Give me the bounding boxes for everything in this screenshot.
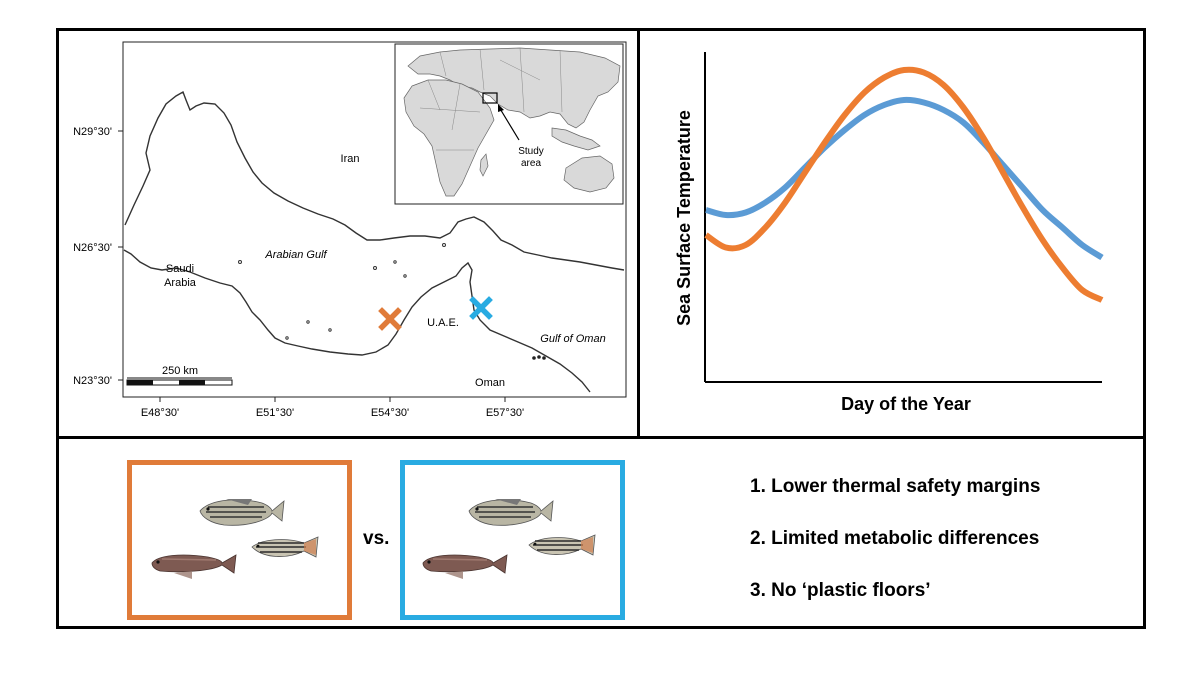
series-layer xyxy=(704,66,1104,303)
place-saudi-line1: Saudi xyxy=(166,263,194,275)
islands xyxy=(238,243,446,340)
brown-fish-icon xyxy=(422,554,508,579)
lat-label: N29°30' xyxy=(73,126,112,138)
barred-fish-icon xyxy=(251,536,319,558)
vs-label: vs. xyxy=(363,528,390,549)
lat-label: N26°30' xyxy=(73,242,112,254)
inset-borders xyxy=(419,47,563,151)
inset-study-label-line2: area xyxy=(521,158,541,169)
place-gulf-of-oman: Gulf of Oman xyxy=(540,333,605,345)
island-cluster xyxy=(532,355,546,360)
place-oman: Oman xyxy=(475,377,505,389)
site-marker-orange xyxy=(378,307,402,331)
map-panel: N29°30' N26°30' N23°30' E48°30' E51°30' … xyxy=(73,41,627,419)
figure-frame xyxy=(56,28,1146,629)
place-arabian-gulf: Arabian Gulf xyxy=(264,249,327,261)
striped-fish-icon xyxy=(199,499,285,526)
lon-label: E57°30' xyxy=(486,407,524,419)
site-box-orange xyxy=(127,460,352,620)
finding-item: 3. No ‘plastic floors’ xyxy=(750,580,931,601)
series-line-orange xyxy=(704,66,1104,303)
place-saudi-line2: Arabia xyxy=(164,277,197,289)
lon-ticks xyxy=(159,397,506,402)
finding-item: 2. Limited metabolic differences xyxy=(750,528,1040,549)
inset-study-label-line1: Study xyxy=(518,146,544,157)
inset-australia xyxy=(563,155,615,193)
brown-fish-icon xyxy=(151,554,237,579)
south-coastline xyxy=(123,249,591,393)
lat-label: N23°30' xyxy=(73,375,112,387)
finding-item: 1. Lower thermal safety margins xyxy=(750,476,1041,497)
fish-group xyxy=(422,499,596,579)
scale-bar-label: 250 km xyxy=(162,365,198,377)
horizontal-divider xyxy=(56,436,1146,439)
site-box-blue xyxy=(400,460,625,620)
lon-label: E51°30' xyxy=(256,407,294,419)
lat-ticks xyxy=(118,130,123,381)
inset-africa xyxy=(403,79,495,197)
north-coastline xyxy=(124,90,625,271)
y-axis-label: Sea Surface Temperature xyxy=(674,110,694,326)
findings-list: 1. Lower thermal safety margins 2. Limit… xyxy=(750,470,1040,626)
site-marker-blue xyxy=(469,296,493,320)
inset-southeast-asia xyxy=(551,127,601,151)
inset-world-map: Study area xyxy=(394,43,624,205)
inset-arrow-head xyxy=(498,104,504,112)
x-axis-label: Day of the Year xyxy=(841,394,971,414)
vertical-divider xyxy=(637,28,640,438)
place-iran: Iran xyxy=(341,153,360,165)
place-uae: U.A.E. xyxy=(427,317,459,329)
barred-fish-icon xyxy=(528,534,596,556)
sst-chart: Day of the Year Sea Surface Temperature xyxy=(674,52,1104,414)
inset-study-area-box xyxy=(482,92,498,104)
inset-madagascar xyxy=(479,153,489,177)
scale-bar xyxy=(126,377,233,386)
lon-label: E54°30' xyxy=(371,407,409,419)
inset-arrow-line xyxy=(498,106,520,141)
fish-group xyxy=(151,499,319,579)
lon-label: E48°30' xyxy=(141,407,179,419)
series-line-blue xyxy=(705,96,1104,261)
striped-fish-icon xyxy=(468,499,554,526)
